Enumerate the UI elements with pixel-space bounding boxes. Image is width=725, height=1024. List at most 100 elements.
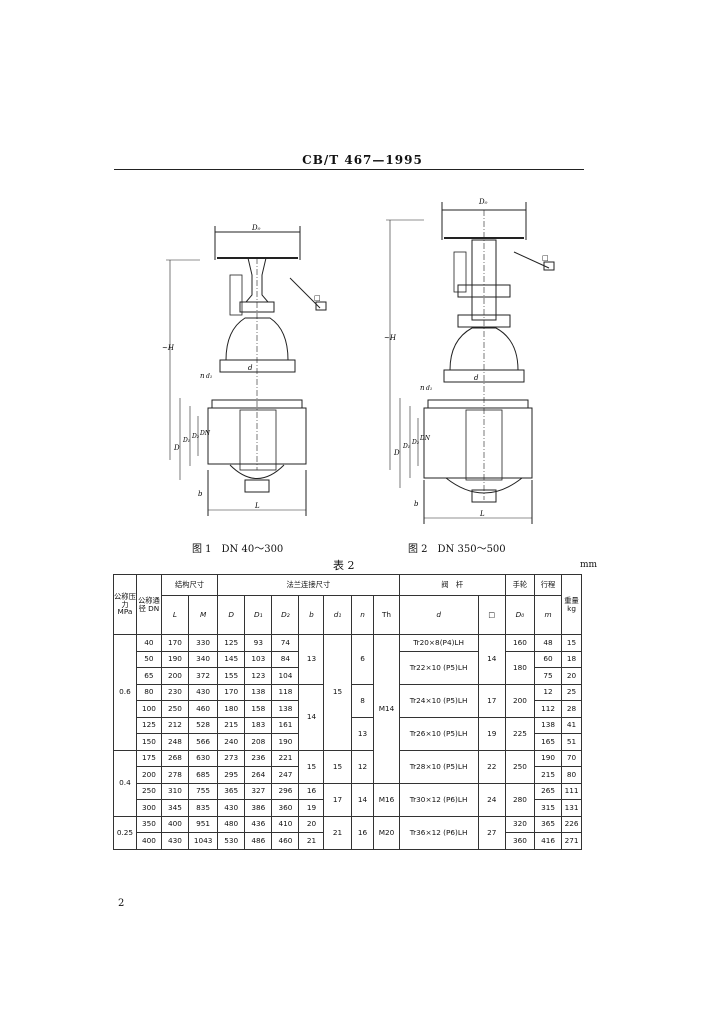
cell-L: 170 [160,634,190,652]
cell-D1: 327 [244,782,273,800]
cell-stem: Tr24×10 (P5)LH [398,683,479,718]
cell-M: 330 [188,634,219,652]
cell-m: 138 [534,716,563,734]
table-title: 表 2 [333,559,355,572]
cell-b: 16 [298,782,325,800]
cell-b: 13 [298,634,325,685]
fig1-dim-dn: DN [199,430,211,437]
cell-D2: 104 [271,667,300,685]
cell-D2: 74 [271,634,300,652]
cell-m: 60 [534,650,563,668]
cell-dn: 80 [135,683,162,701]
cell-th: M16 [373,782,400,817]
cell-M: 685 [188,766,219,784]
cell-n: 8 [350,683,375,718]
cell-M: 951 [188,815,219,833]
cell-weight: 28 [561,700,582,718]
th-flange: 法兰连接尺寸 [217,574,400,596]
cell-d1: 17 [323,782,352,817]
th-m: m [534,595,563,635]
cell-th: M14 [373,634,400,784]
cell-M: 1043 [188,832,219,850]
fig1-dim-d0: D₀ [251,224,261,232]
cell-D1: 486 [244,832,273,850]
cell-d1: 15 [323,749,352,784]
table-row: 250 310 755 365 327 296 16 17 14 M16 Tr3… [114,782,582,817]
cell-weight: 20 [561,667,582,685]
cell-weight: 131 [561,799,582,817]
cell-L: 310 [160,782,190,800]
cell-L: 430 [160,832,190,850]
cell-weight: 51 [561,733,582,751]
cell-square: 19 [477,716,506,751]
cell-M: 835 [188,799,219,817]
cell-M: 340 [188,650,219,668]
cell-b: 21 [298,832,325,850]
cell-weight: 25 [561,683,582,701]
cell-D1: 208 [244,733,273,751]
cell-b: 14 [298,683,325,751]
cell-M: 528 [188,716,219,734]
table-row: 150 248 566 240 208 190 165 51 [114,733,582,751]
cell-D2: 118 [271,683,300,701]
th-weight: 重量 kg [561,574,582,635]
cell-D: 530 [217,832,246,850]
cell-L: 278 [160,766,190,784]
cell-d1: 15 [323,634,352,751]
cell-m: 315 [534,799,563,817]
cell-dn: 50 [135,650,162,668]
cell-D2: 84 [271,650,300,668]
cell-D2: 161 [271,716,300,734]
fig2-dim-d0: D₀ [478,198,488,206]
fig2-dim-d1: D₁ [402,443,410,450]
th-stem: 阀 杆 [398,574,506,596]
cell-D: 125 [217,634,246,652]
fig2-dim-n: n [420,384,425,392]
figure-2-gate-valve-drawing: D₀ ~H L d D D₁ D₂ DN b n d₁ □ [384,198,555,524]
th-struct: 结构尺寸 [160,574,219,596]
fig2-dim-h: ~H [384,334,397,342]
cell-stem: Tr26×10 (P5)LH [398,716,479,751]
cell-weight: 111 [561,782,582,800]
fig2-dim-D: D [393,449,400,457]
cell-dn: 350 [135,815,162,833]
cell-stem: Tr22×10 (P5)LH [398,650,479,685]
cell-m: 112 [534,700,563,718]
cell-stem: Tr20×8(P4)LH [398,634,479,652]
cell-n: 13 [350,716,375,751]
figure-1-gate-valve-drawing: D₀ ~H L d D D₁ D₂ DN b n d₁ □ [162,224,327,516]
th-D: D [217,595,246,635]
cell-L: 190 [160,650,190,668]
cell-D2: 360 [271,799,300,817]
cell-n: 14 [350,782,375,817]
table-row: 0.6 40 170 330 125 93 74 13 15 6 M14 Tr2… [113,634,582,784]
cell-L: 212 [160,716,190,734]
th-M: M [188,595,219,635]
cell-th: M20 [373,815,400,850]
table-row: 400 430 1043 530 486 460 21 360 416 271 [114,832,582,850]
cell-L: 248 [160,733,190,751]
fig2-dim-d: d [474,374,479,382]
cell-stem: Tr36×12 (P6)LH [398,815,479,850]
cell-square: 24 [477,782,506,817]
table-row: 0.25 350 400 951 480 436 410 20 21 16 M2… [113,815,582,850]
cell-dn: 125 [135,716,162,734]
cell-L: 345 [160,799,190,817]
cell-b: 19 [298,799,325,817]
th-b: b [298,595,325,635]
cell-L: 200 [160,667,190,685]
cell-dn: 40 [135,634,162,652]
cell-D: 365 [217,782,246,800]
cell-m: 165 [534,733,563,751]
cell-M: 460 [188,700,219,718]
fig2-dim-l: L [479,510,485,518]
cell-D1: 158 [244,700,273,718]
cell-weight: 226 [561,815,582,833]
cell-weight: 15 [561,634,582,652]
cell-L: 400 [160,815,190,833]
cell-D1: 436 [244,815,273,833]
cell-m: 265 [534,782,563,800]
cell-D1: 386 [244,799,273,817]
th-wheel: 手轮 [504,574,536,596]
cell-dn: 100 [135,700,162,718]
